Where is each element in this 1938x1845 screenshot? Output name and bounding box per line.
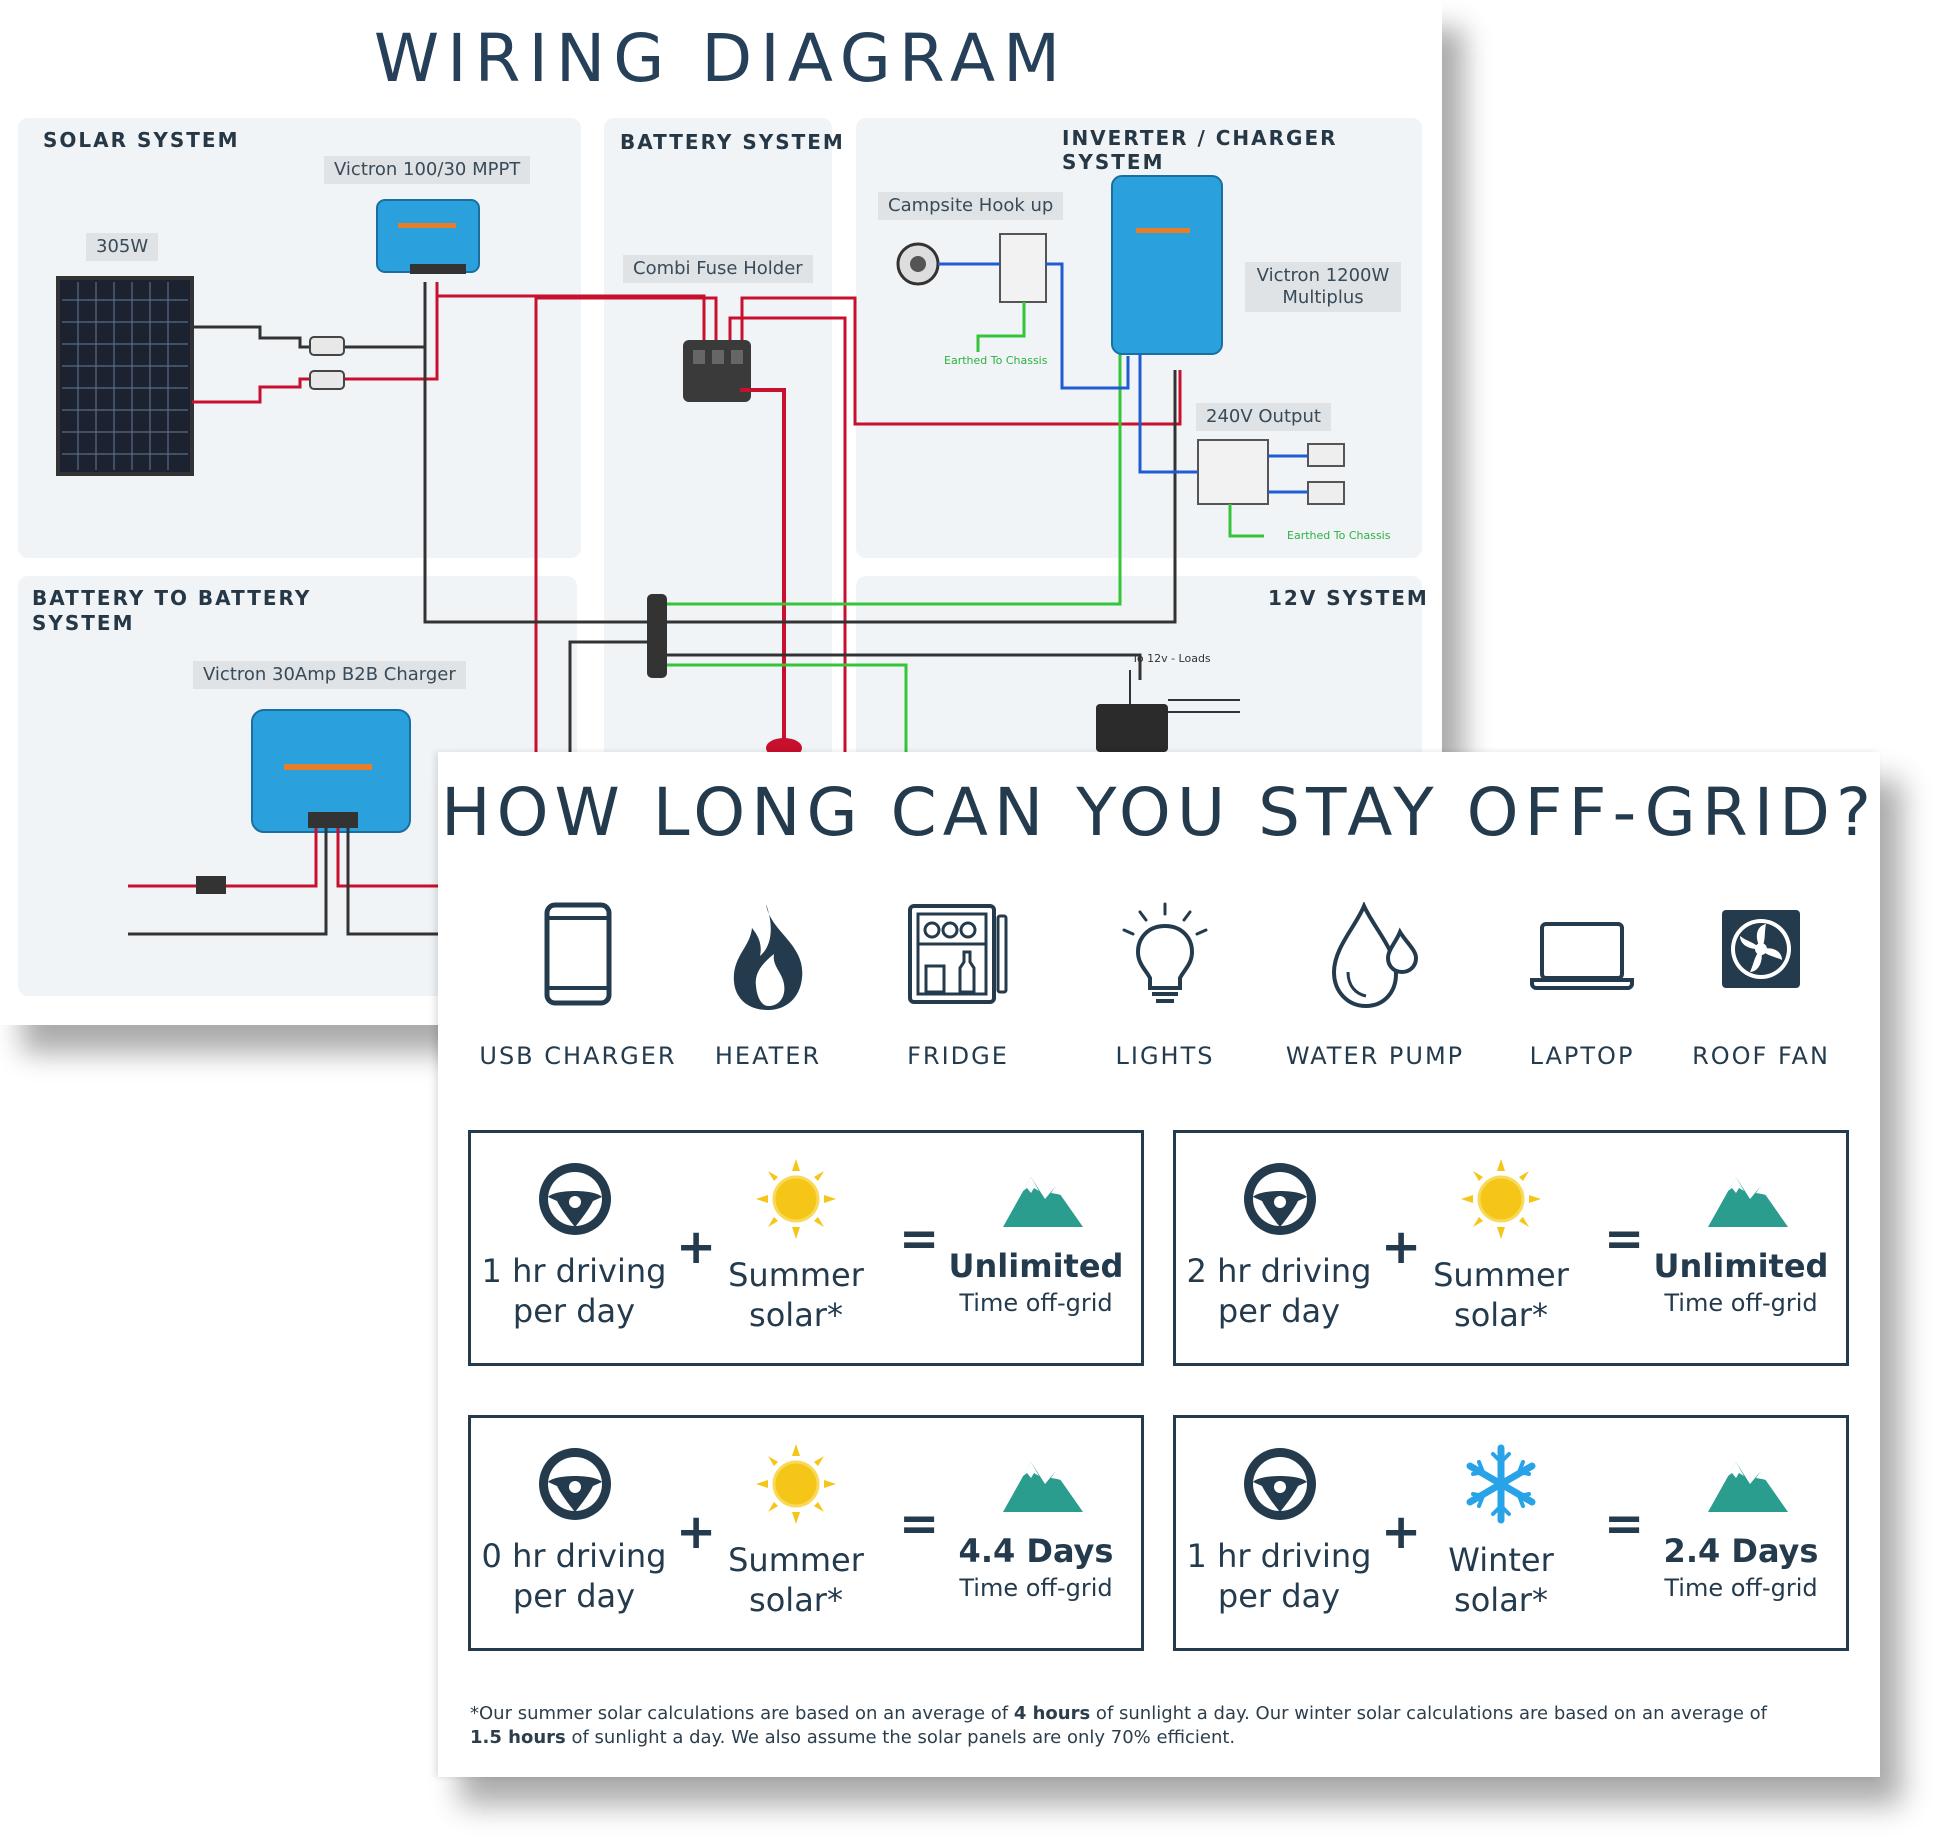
campsite-hookup-tag: Campsite Hook up (878, 192, 1064, 220)
solar-panel-watt-tag: 305W (86, 233, 159, 261)
result-subtext: Time off-grid (959, 1289, 1113, 1317)
flame-icon (733, 904, 803, 1010)
appliance-water-pump: WATER PUMP (1275, 902, 1475, 1070)
mppt-controller-icon (376, 199, 480, 274)
appliance-roof-fan: ROOF FAN (1661, 902, 1861, 1070)
appliance-label: FRIDGE (907, 1042, 1009, 1070)
b2b-charger-icon (251, 709, 411, 833)
appliance-laptop: LAPTOP (1482, 902, 1682, 1070)
wiring-diagram-graphic (56, 175, 1345, 1025)
result-value: Unlimited (1653, 1247, 1829, 1285)
twelve-v-system-title: 12V SYSTEM (1268, 586, 1429, 610)
mountain-icon (1003, 1462, 1083, 1512)
plus-operator: + (1381, 1504, 1422, 1560)
steering-wheel-icon (539, 1448, 611, 1520)
multiplus-inverter-icon (1111, 175, 1223, 355)
sun-icon (756, 1159, 836, 1239)
appliance-label: LAPTOP (1529, 1042, 1635, 1070)
equals-operator: = (899, 1496, 940, 1552)
steering-wheel-icon (1244, 1163, 1316, 1235)
fridge-icon (908, 904, 1008, 1004)
plus-operator: + (1381, 1219, 1422, 1275)
plus-operator: + (676, 1219, 717, 1275)
earthed-to-chassis-label: Earthed To Chassis (944, 354, 1048, 367)
solar-panel-icon (56, 276, 194, 476)
footnote: *Our summer solar calculations are based… (470, 1703, 1767, 1748)
lightbulb-icon (1122, 902, 1208, 1003)
offgrid-sheet: HOW LONG CAN YOU STAY OFF-GRID? USB CHAR… (438, 752, 1880, 1777)
mppt-tag: Victron 100/30 MPPT (324, 156, 531, 184)
loads-label: To 12v - Loads (1132, 652, 1211, 665)
water-drop-icon (1331, 902, 1419, 1009)
sun-icon (1461, 1159, 1541, 1239)
b2b-charger-tag: Victron 30Amp B2B Charger (193, 661, 466, 689)
campsite-socket-icon (896, 242, 940, 286)
earthed-to-chassis-label-2: Earthed To Chassis (1287, 529, 1391, 542)
multiplus-tag: Victron 1200W Multiplus (1245, 262, 1401, 312)
equals-operator: = (899, 1211, 940, 1267)
combi-fuse-holder-icon (683, 340, 751, 402)
result-value: 2.4 Days (1663, 1532, 1819, 1570)
equals-operator: = (1604, 1496, 1645, 1552)
result-value: Unlimited (948, 1247, 1124, 1285)
result-subtext: Time off-grid (1664, 1574, 1818, 1602)
mountain-icon (1003, 1177, 1083, 1227)
laptop-icon (1530, 922, 1634, 990)
steering-wheel-icon (1244, 1448, 1316, 1520)
inverter-system-title: INVERTER / CHARGER SYSTEM (1062, 126, 1338, 174)
appliance-usb-charger: USB CHARGER (478, 902, 678, 1070)
result-subtext: Time off-grid (959, 1574, 1113, 1602)
fuse-holder-tag: Combi Fuse Holder (623, 255, 813, 283)
solar-system-title: SOLAR SYSTEM (43, 128, 240, 152)
appliance-label: ROOF FAN (1692, 1042, 1830, 1070)
plus-operator: + (676, 1504, 717, 1560)
fan-icon (1722, 910, 1800, 988)
equals-operator: = (1604, 1211, 1645, 1267)
wiring-diagram-title: WIRING DIAGRAM (373, 20, 1069, 97)
result-subtext: Time off-grid (1664, 1289, 1818, 1317)
battery-system-title: BATTERY SYSTEM (620, 130, 845, 154)
b2b-system-title: BATTERY TO BATTERY SYSTEM (32, 586, 312, 635)
sun-icon (756, 1444, 836, 1524)
appliance-label: WATER PUMP (1285, 1042, 1465, 1070)
steering-wheel-icon (539, 1163, 611, 1235)
offgrid-title: HOW LONG CAN YOU STAY OFF-GRID? (440, 774, 1878, 851)
mountain-icon (1708, 1177, 1788, 1227)
appliance-label: HEATER (714, 1042, 822, 1070)
appliance-lights: LIGHTS (1065, 902, 1265, 1070)
phone-icon (544, 902, 612, 1006)
appliance-label: LIGHTS (1115, 1042, 1215, 1070)
snowflake-icon (1466, 1444, 1536, 1524)
appliance-label: USB CHARGER (479, 1042, 677, 1070)
appliance-fridge: FRIDGE (858, 902, 1058, 1070)
output-240v-tag: 240V Output (1196, 403, 1331, 431)
appliance-heater: HEATER (668, 902, 868, 1070)
result-value: 4.4 Days (958, 1532, 1114, 1570)
mountain-icon (1708, 1462, 1788, 1512)
